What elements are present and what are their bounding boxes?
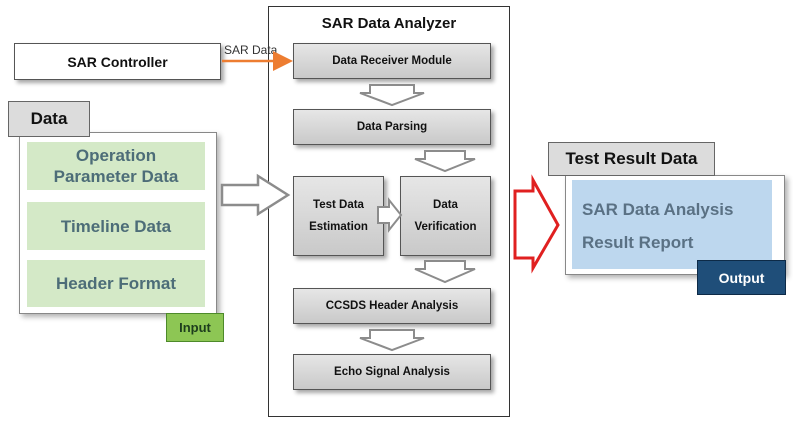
input-badge-label: Input: [179, 320, 211, 335]
right-arrow-estimation-to-verification: [377, 197, 403, 233]
data-parsing-label: Data Parsing: [356, 121, 428, 133]
echo-signal-analysis-module: Echo Signal Analysis: [293, 354, 491, 390]
output-badge: Output: [697, 260, 786, 295]
timeline-data-item: Timeline Data: [27, 202, 205, 250]
data-verification-label-line1: Data: [433, 199, 458, 211]
down-arrow-receiver-to-parsing: [359, 84, 425, 107]
test-result-panel-header: Test Result Data: [548, 142, 715, 176]
sar-controller-box: SAR Controller: [14, 43, 221, 80]
input-badge: Input: [166, 313, 224, 342]
data-panel-header: Data: [8, 101, 90, 137]
down-arrow-ccsds-to-echo: [359, 329, 425, 352]
data-receiver-module: Data Receiver Module: [293, 43, 491, 79]
result-line-2: Result Report: [582, 233, 694, 252]
sar-controller-label: SAR Controller: [67, 53, 168, 70]
test-data-estimation-label-line2: Estimation: [309, 221, 368, 233]
test-data-estimation-module: Test Data Estimation: [293, 176, 384, 256]
header-format-item: Header Format: [27, 260, 205, 307]
timeline-data-label: Timeline Data: [60, 216, 172, 236]
down-arrow-parsing-to-verification: [414, 150, 476, 173]
ccsds-header-analysis-module: CCSDS Header Analysis: [293, 288, 491, 324]
big-red-arrow-analyzer-to-result: [513, 174, 560, 274]
analyzer-title: SAR Data Analyzer: [321, 14, 457, 32]
header-format-label: Header Format: [56, 274, 176, 293]
operation-parameter-data-line2: Parameter Data: [53, 167, 179, 186]
right-arrow-data-to-estimation: [220, 173, 291, 217]
output-badge-label: Output: [718, 269, 765, 286]
operation-parameter-data-item: Operation Parameter Data: [27, 142, 205, 190]
data-verification-module: Data Verification: [400, 176, 491, 256]
data-panel-title: Data: [30, 109, 68, 128]
down-arrow-verification-to-ccsds: [414, 260, 476, 284]
test-data-estimation-label-line1: Test Data: [313, 199, 364, 211]
operation-parameter-data-line1: Operation: [75, 146, 157, 165]
ccsds-header-analysis-label: CCSDS Header Analysis: [325, 300, 459, 312]
result-report-area: [572, 180, 772, 269]
data-verification-label-line2: Verification: [414, 221, 477, 233]
echo-signal-analysis-label: Echo Signal Analysis: [334, 366, 450, 378]
result-line-1: SAR Data Analysis: [582, 200, 734, 219]
data-receiver-module-label: Data Receiver Module: [332, 55, 452, 67]
data-parsing-module: Data Parsing: [293, 109, 491, 145]
test-result-panel-title: Test Result Data: [565, 149, 698, 168]
sar-data-connection-label: SAR Data: [224, 43, 278, 57]
